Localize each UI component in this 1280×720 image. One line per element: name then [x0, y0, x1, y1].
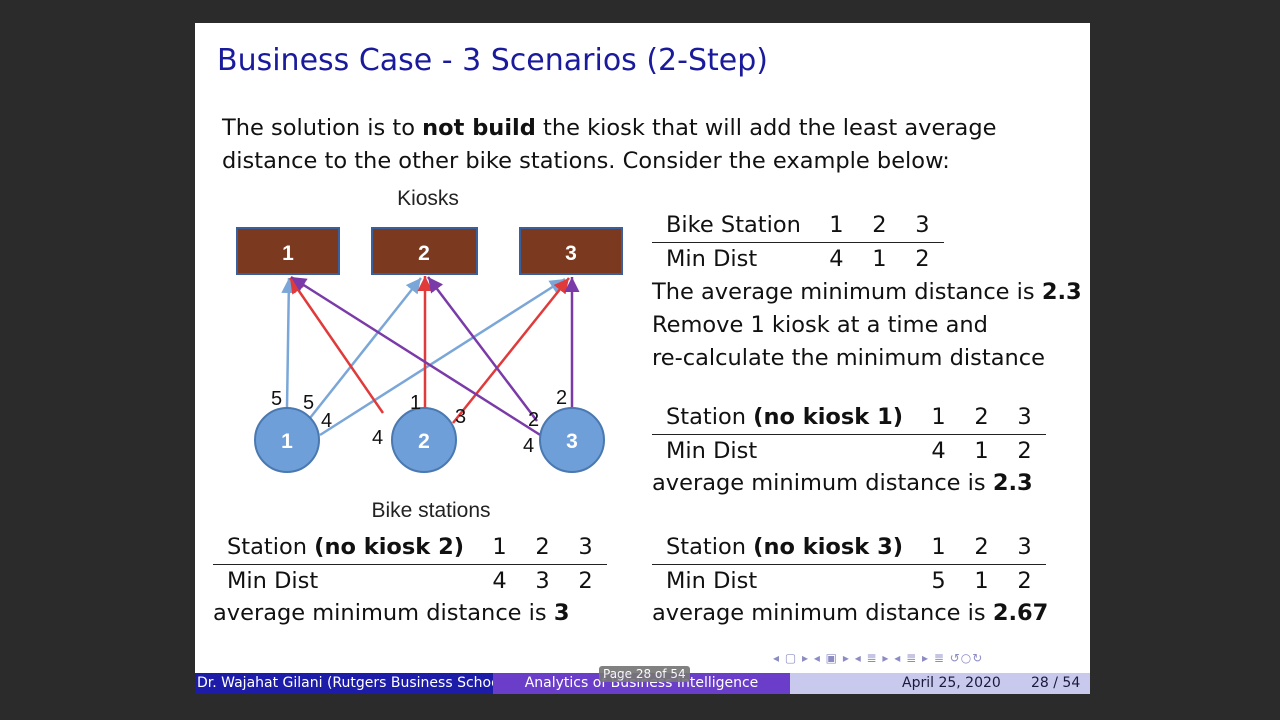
no-kiosk-3-table: Station (no kiosk 3) 1 2 3 Min Dist 5 1 … — [652, 531, 1047, 598]
edge-label: 5 — [303, 392, 314, 414]
nav-search-icon[interactable]: ↺○↻ — [949, 651, 984, 665]
table-cell: 1 — [974, 568, 989, 594]
no-kiosk-1-avg: average minimum distance is 2.3 — [652, 470, 1033, 496]
table-header-cell: 3 — [900, 209, 944, 243]
edge-s1-k1 — [281, 277, 297, 409]
station-2-label: 2 — [418, 430, 430, 453]
table-cell: 5 — [931, 568, 946, 594]
table-row-label: Min Dist — [666, 246, 758, 272]
avg-value: 2.3 — [1041, 279, 1082, 305]
table-cell: 3 — [535, 568, 550, 594]
intro-line1-post: the kiosk that will add the least averag… — [535, 115, 997, 141]
edge-s3-k2 — [427, 276, 538, 422]
edge-label: 2 — [528, 409, 539, 431]
table-header-cell: 2 — [960, 401, 1004, 435]
kiosks-label: Kiosks — [397, 187, 459, 210]
kiosk-3-label: 3 — [565, 242, 577, 265]
station-3: 3 — [539, 407, 605, 473]
table-header-cell: 1 — [917, 531, 961, 565]
edge-s1-k2 — [309, 277, 422, 419]
nav-toc-icon[interactable]: ≣ — [933, 651, 945, 665]
kiosk-2-label: 2 — [418, 242, 430, 265]
footer-author: Dr. Wajahat Gilani (Rutgers Business Sch… — [195, 673, 493, 694]
edge-label: 4 — [523, 435, 534, 457]
intro-line1-pre: The solution is to — [222, 115, 423, 141]
station-1-label: 1 — [281, 430, 293, 453]
kiosk-3: 3 — [519, 227, 623, 275]
no-kiosk-3-avg: average minimum distance is 2.67 — [652, 600, 1049, 626]
edge-label: 1 — [410, 392, 421, 414]
nav-frame-back-icon[interactable]: ◂ ▢ ▸ — [773, 651, 810, 665]
avg-value: 2.3 — [992, 470, 1033, 496]
min-dist-table: Bike Station 1 2 3 Min Dist 4 1 2 — [652, 209, 944, 276]
intro-line1-bold: not build — [422, 115, 536, 141]
note-line3: re-calculate the minimum distance — [652, 345, 1045, 371]
table-header-cell: 3 — [564, 531, 608, 565]
table-header-label: Station (no kiosk 2) — [213, 531, 479, 565]
table-header-label: Station (no kiosk 1) — [652, 401, 918, 435]
intro-text: The solution is to not build the kiosk t… — [222, 112, 996, 178]
no-kiosk-2-avg: average minimum distance is 3 — [213, 600, 570, 626]
station-3-label: 3 — [566, 430, 578, 453]
table-cell: 4 — [931, 438, 946, 464]
table-header-cell: 3 — [1003, 531, 1047, 565]
beamer-navigation[interactable]: ◂ ▢ ▸ ◂ ▣ ▸ ◂ ≣ ▸ ◂ ≣ ▸ ≣ ↺○↻ — [773, 651, 983, 665]
table-row-label: Min Dist — [227, 568, 319, 594]
avg-value: 2.67 — [992, 600, 1049, 626]
footer-page: 28 / 54 — [1031, 675, 1081, 691]
edge-label: 4 — [372, 427, 383, 449]
footer-date: April 25, 2020 — [902, 675, 1001, 691]
table-header-label: Station (no kiosk 3) — [652, 531, 918, 565]
slide-footer: Dr. Wajahat Gilani (Rutgers Business Sch… — [195, 673, 1090, 694]
edge-s1-k3 — [319, 277, 566, 437]
footer-right: April 25, 2020 28 / 54 — [790, 673, 1090, 694]
table-header-cell: 3 — [1003, 401, 1047, 435]
kiosk-1: 1 — [236, 227, 340, 275]
table-cell: 4 — [829, 246, 844, 272]
main-note: The average minimum distance is 2.3 Remo… — [652, 276, 1082, 375]
table-header-label: Bike Station — [652, 209, 815, 243]
table-header-cell: 1 — [814, 209, 858, 243]
edge-s3-k1 — [290, 275, 546, 440]
bike-stations-label: Bike stations — [371, 499, 490, 522]
avg-text: The average minimum distance is — [652, 279, 1042, 305]
edge-label: 2 — [556, 387, 567, 409]
station-2: 2 — [391, 407, 457, 473]
kiosk-2: 2 — [371, 227, 478, 275]
nav-appendix-icon[interactable]: ◂ ≣ ▸ — [894, 651, 929, 665]
table-cell: 2 — [578, 568, 593, 594]
table-cell: 4 — [492, 568, 507, 594]
table-cell: 2 — [1017, 568, 1032, 594]
footer-course: Analytics of Business Intelligence — [493, 673, 790, 694]
kiosk-1-label: 1 — [282, 242, 294, 265]
table-header-cell: 2 — [521, 531, 565, 565]
nav-section-icon[interactable]: ◂ ≣ ▸ — [854, 651, 890, 665]
edge-label: 3 — [455, 406, 466, 428]
table-cell: 2 — [915, 246, 930, 272]
slide-title: Business Case - 3 Scenarios (2-Step) — [217, 43, 768, 78]
note-line2: Remove 1 kiosk at a time and — [652, 312, 988, 338]
edge-s2-k1 — [288, 277, 385, 414]
slide: Business Case - 3 Scenarios (2-Step) The… — [195, 23, 1090, 694]
no-kiosk-2-table: Station (no kiosk 2) 1 2 3 Min Dist 4 3 … — [213, 531, 608, 598]
table-row-label: Min Dist — [666, 568, 758, 594]
table-header-cell: 2 — [960, 531, 1004, 565]
table-header-cell: 2 — [857, 209, 901, 243]
avg-value: 3 — [553, 600, 570, 626]
table-cell: 1 — [974, 438, 989, 464]
table-row-label: Min Dist — [666, 438, 758, 464]
edge-s2-k3 — [452, 277, 570, 424]
edge-label: 4 — [321, 410, 332, 432]
table-cell: 2 — [1017, 438, 1032, 464]
intro-line2: distance to the other bike stations. Con… — [222, 148, 950, 174]
table-header-cell: 1 — [917, 401, 961, 435]
table-header-cell: 1 — [478, 531, 522, 565]
station-1: 1 — [254, 407, 320, 473]
table-cell: 1 — [872, 246, 887, 272]
kiosk-station-diagram: Kiosks Bike stations 1 2 3 1 — [236, 187, 623, 522]
no-kiosk-1-table: Station (no kiosk 1) 1 2 3 Min Dist 4 1 … — [652, 401, 1047, 468]
nav-subsection-icon[interactable]: ◂ ▣ ▸ — [813, 651, 850, 665]
page-indicator-badge: Page 28 of 54 — [599, 666, 690, 682]
edge-label: 5 — [271, 388, 282, 410]
